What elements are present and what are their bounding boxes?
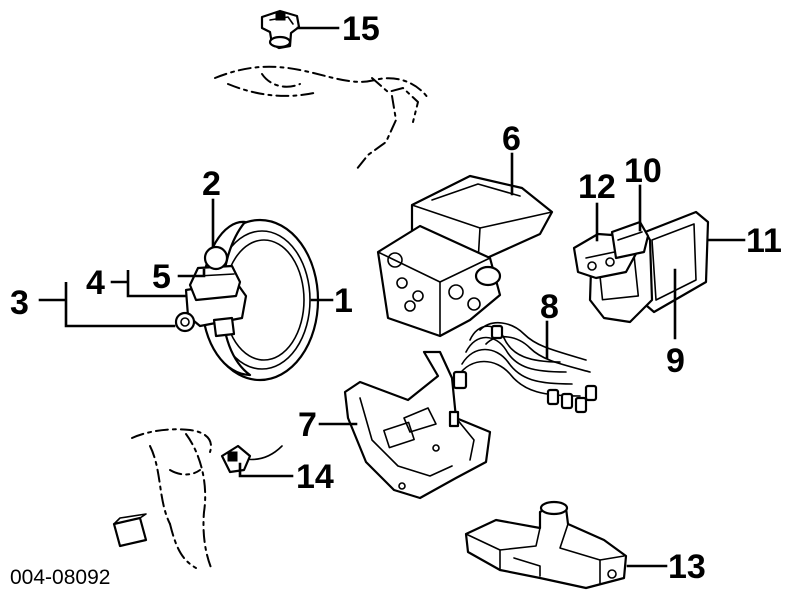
callout-11: 11	[746, 222, 782, 260]
part-small-block	[112, 513, 148, 548]
callout-1: 1	[334, 282, 353, 320]
callout-3: 3	[10, 284, 29, 322]
callout-8: 8	[540, 288, 559, 326]
part-13-block	[464, 500, 628, 590]
callout-labels: 1 2 3 4 5 6 7 8 9 10 11 12 13 14 15	[10, 10, 782, 586]
part-14-speed-sensor	[220, 444, 283, 474]
callout-14: 14	[296, 458, 334, 496]
callout-7: 7	[298, 406, 317, 444]
callout-4: 4	[86, 264, 105, 302]
part-5-reservoir	[188, 264, 242, 302]
callout-5: 5	[152, 258, 171, 296]
ghost-mount-outline	[214, 65, 429, 171]
callout-9: 9	[666, 342, 685, 380]
part-8-brake-lines	[452, 322, 598, 414]
leader-lines	[38, 26, 746, 568]
callout-12: 12	[578, 168, 616, 206]
callout-13: 13	[668, 548, 706, 586]
ghost-knuckle-outline	[131, 428, 213, 571]
part-7-mounting-bracket	[343, 350, 492, 500]
figure-id: 004-08092	[10, 566, 110, 589]
callout-15: 15	[342, 10, 380, 48]
part-6-abs-module	[376, 174, 554, 338]
callout-2: 2	[202, 165, 221, 203]
part-10-connector	[610, 220, 650, 260]
callout-10: 10	[624, 152, 662, 190]
part-15-sensor	[260, 9, 301, 50]
callout-6: 6	[502, 120, 521, 158]
part-2-reservoir-cap	[203, 245, 229, 271]
